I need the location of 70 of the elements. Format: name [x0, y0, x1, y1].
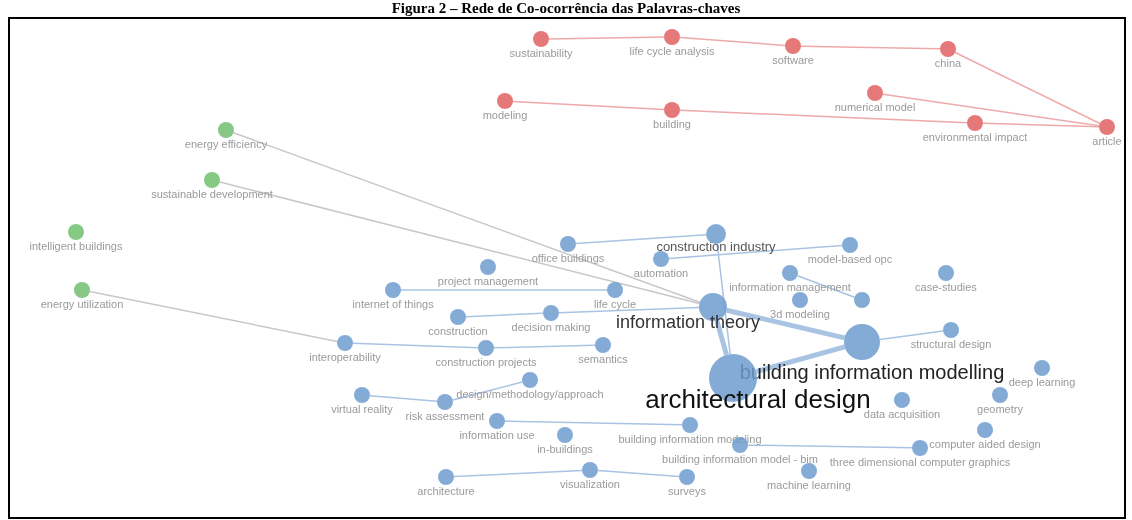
keyword-label: virtual reality	[331, 403, 393, 415]
link-line	[954, 51, 1101, 125]
link-line	[89, 290, 338, 343]
link-line	[352, 342, 479, 349]
link-line	[400, 289, 608, 291]
keyword-label: automation	[633, 267, 689, 279]
link-line	[747, 444, 913, 449]
keyword-label: energy utilization	[40, 298, 124, 310]
link-line	[369, 394, 438, 403]
keyword-label: numerical model	[834, 101, 916, 113]
keyword-label: risk assessment	[405, 410, 485, 422]
keyword-label: three dimensional computer graphics	[829, 456, 1011, 468]
link-line	[504, 420, 683, 426]
link-line	[714, 319, 729, 356]
keyword-label: energy efficiency	[184, 138, 268, 150]
link-line	[879, 330, 944, 341]
link-line	[597, 469, 680, 478]
keyword-label: geometry	[977, 403, 1023, 415]
link-line	[232, 132, 701, 303]
keyword-label: construction industry	[656, 240, 776, 254]
keyword-label: model-based opc	[807, 253, 893, 265]
link-line	[465, 312, 544, 318]
keyword-label: construction projects	[435, 356, 537, 368]
keyword-label: visualization	[560, 478, 620, 490]
keyword-label: building information model - bim	[662, 453, 818, 465]
link-line	[882, 93, 1100, 127]
link-line	[668, 244, 843, 260]
link-line	[982, 122, 1100, 128]
link-line	[679, 36, 786, 47]
keyword-label: case-studies	[915, 281, 977, 293]
keyword-label: building	[653, 118, 691, 130]
keyword-label: china	[934, 57, 962, 69]
keyword-label: semantics	[578, 353, 628, 365]
link-line	[726, 307, 846, 341]
link-line	[679, 109, 968, 124]
keyword-label: article	[1092, 135, 1122, 147]
keyword-label: sustainable development	[151, 188, 273, 200]
keyword-label: software	[772, 54, 814, 66]
link-line	[219, 181, 701, 305]
keyword-label: construction	[428, 325, 488, 337]
link-line	[755, 344, 846, 374]
keyword-label: architecture	[417, 485, 475, 497]
keyword-label: information theory	[615, 313, 761, 332]
link-line	[558, 306, 700, 314]
keyword-label: interoperability	[309, 351, 381, 363]
keyword-label: information use	[459, 429, 535, 441]
keyword-label: structural design	[910, 338, 992, 350]
keyword-label: deep learning	[1008, 376, 1076, 388]
keyword-label: computer aided design	[929, 438, 1041, 450]
keyword-label: life cycle analysis	[629, 45, 715, 57]
keyword-label: machine learning	[767, 479, 851, 491]
keyword-label: office buildings	[531, 252, 605, 264]
link-line	[800, 45, 941, 50]
keyword-label: life cycle	[593, 298, 637, 310]
keyword-label: in-buildings	[537, 443, 593, 455]
keyword-label: environmental impact	[922, 131, 1028, 143]
link-line	[493, 344, 596, 349]
keyword-label: project management	[437, 275, 539, 287]
keyword-label: intelligent buildings	[29, 240, 123, 252]
link-line	[453, 469, 583, 478]
figure-title: Figura 2 – Rede de Co-ocorrência das Palavras-chaves	[390, 0, 742, 16]
link-line	[512, 100, 665, 111]
keyword-label: 3d modeling	[770, 308, 830, 320]
link-line	[575, 233, 707, 245]
keyword-label: internet of things	[352, 298, 434, 310]
link-line	[548, 36, 665, 40]
keyword-label: modeling	[482, 109, 528, 121]
keyword-label: sustainability	[509, 47, 573, 59]
keyword-label: decision making	[511, 321, 591, 333]
keyword-label: surveys	[668, 485, 706, 497]
